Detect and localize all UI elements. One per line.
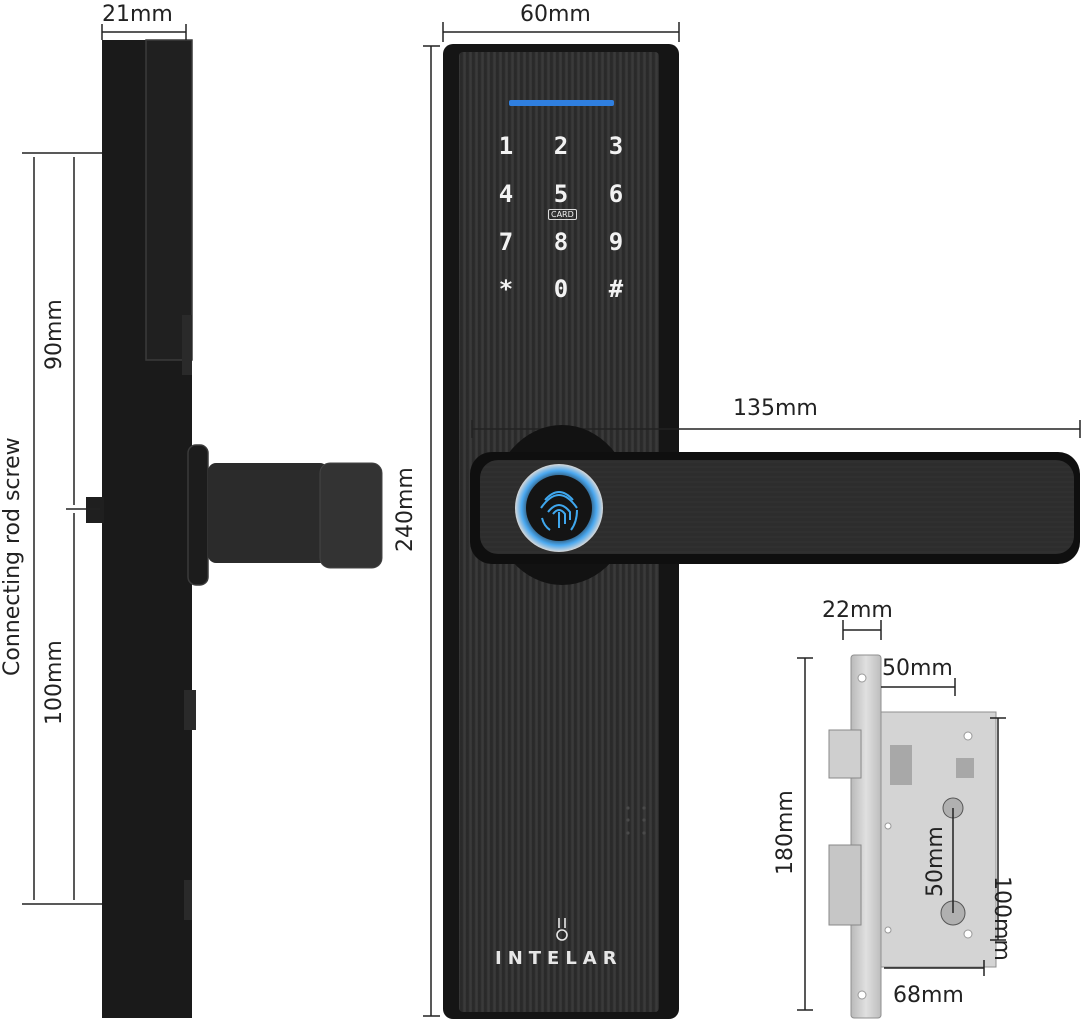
mortise-faceplate bbox=[850, 654, 882, 1019]
mortise-deadbolt bbox=[828, 844, 862, 926]
dim-mortise-inner: 50mm bbox=[923, 826, 948, 897]
side-label: Connecting rod screw bbox=[0, 437, 25, 676]
keypad-key-8: 8 bbox=[553, 228, 569, 256]
keypad-key-1: 1 bbox=[498, 132, 514, 160]
dim-side-thickness: 21mm bbox=[102, 2, 173, 27]
dim-mortise-height: 180mm bbox=[773, 790, 798, 875]
brand-icon bbox=[556, 918, 568, 941]
dim-upper-rod-spacing: 90mm bbox=[42, 299, 67, 370]
keypad-key-6: 6 bbox=[608, 180, 624, 208]
speaker-holes bbox=[626, 806, 646, 835]
dim-panel-width: 60mm bbox=[520, 2, 591, 27]
brand-name: INTELAR bbox=[495, 948, 623, 969]
dim-lower-rod-spacing: 100mm bbox=[42, 640, 67, 725]
keypad-light bbox=[509, 100, 614, 106]
lever-handle bbox=[470, 425, 1080, 585]
fingerprint-icon bbox=[540, 491, 578, 531]
dim-panel-height: 240mm bbox=[393, 467, 418, 552]
dim-mortise-backset: 50mm bbox=[882, 656, 953, 681]
mortise-latch bbox=[828, 729, 862, 779]
keypad-key-2: 2 bbox=[553, 132, 569, 160]
dim-mortise-hole-spacing: 100mm bbox=[989, 876, 1014, 961]
mortise-lock bbox=[828, 654, 997, 1019]
dim-mortise-faceplate: 22mm bbox=[822, 598, 893, 623]
side-dimension-lines bbox=[22, 24, 187, 905]
keypad-key-hash: # bbox=[608, 275, 624, 303]
keypad-key-4: 4 bbox=[498, 180, 514, 208]
side-view-handle-end bbox=[319, 462, 383, 569]
dim-handle-length: 135mm bbox=[733, 396, 818, 421]
card-label: CARD bbox=[548, 209, 577, 220]
side-view-rose bbox=[187, 444, 209, 586]
mortise-dimension-lines bbox=[797, 620, 1006, 1011]
keypad-key-0: 0 bbox=[553, 275, 569, 303]
keypad-key-9: 9 bbox=[608, 228, 624, 256]
keypad-key-3: 3 bbox=[608, 132, 624, 160]
keypad-key-7: 7 bbox=[498, 228, 514, 256]
side-view-handle-neck bbox=[208, 463, 328, 563]
side-view bbox=[86, 39, 383, 1018]
handle-bar bbox=[480, 460, 1074, 554]
keypad-key-star: * bbox=[498, 275, 514, 303]
keypad-key-5: 5 bbox=[553, 180, 569, 208]
dim-mortise-body-width: 68mm bbox=[893, 983, 964, 1008]
